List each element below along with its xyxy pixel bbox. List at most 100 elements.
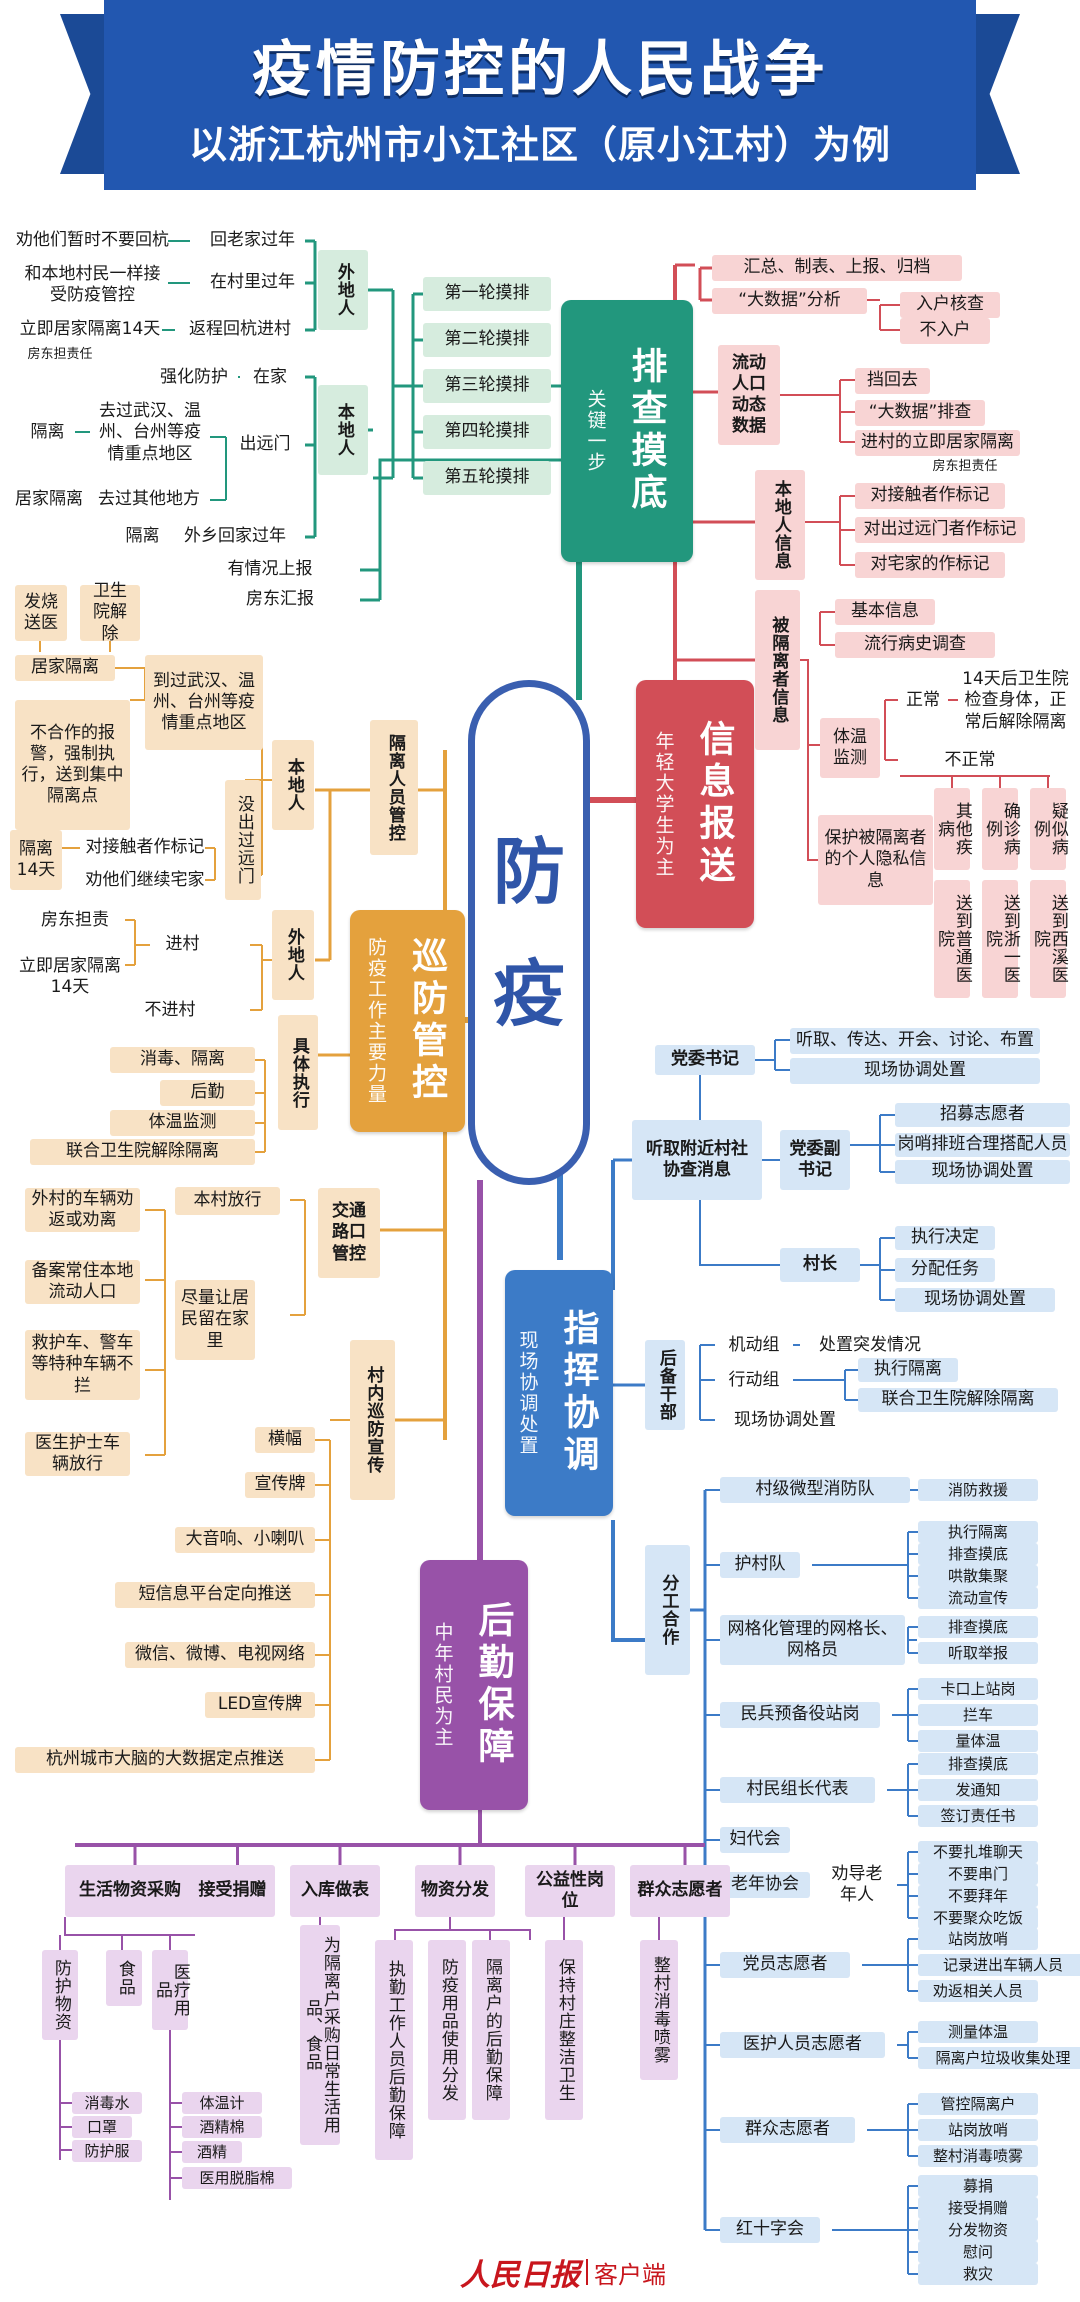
group-item: 分发物资 xyxy=(918,2219,1038,2241)
jt-leaf: 备案常住本地流动人口 xyxy=(25,1260,140,1304)
jinliang-node: 尽量让居民留在家里 xyxy=(175,1280,255,1360)
hub-subtitle: 关键一步 xyxy=(584,389,607,473)
waidiren-leaf: 劝他们暂时不要回杭 xyxy=(16,230,169,251)
group-item: 不要聚众吃饭 xyxy=(918,1907,1038,1929)
group-node: 妇代会 xyxy=(720,1827,790,1853)
gelirenyuan-node: 隔离人员管控 xyxy=(370,720,418,855)
jt-leaf: 医生护士车辆放行 xyxy=(25,1432,130,1476)
juti-item: 后勤 xyxy=(160,1080,255,1106)
chu-item: 去过武汉、温州、台州等疫情重点地区 xyxy=(99,401,201,464)
group-item: 拦车 xyxy=(918,1704,1038,1726)
baohu-node: 保护被隔离者的个人隐私信息 xyxy=(818,815,933,905)
xuanchuan-item: 横幅 xyxy=(255,1427,315,1453)
xingdong-item: 执行隔离 xyxy=(858,1358,958,1382)
geli2-node: 隔离 xyxy=(125,526,160,547)
group-item: 接受捐赠 xyxy=(918,2197,1038,2219)
chu-item: 去过其他地方 xyxy=(98,489,200,510)
group-item: 救灾 xyxy=(918,2263,1038,2285)
bigdata-item: 入户核查 xyxy=(900,292,1000,318)
fanghu-item: 口罩 xyxy=(72,2116,132,2138)
bz-dest-node: 送到普通医院 xyxy=(934,880,972,998)
group-item: 排查摸底 xyxy=(918,1753,1038,1775)
xuanchuan-item: 杭州城市大脑的大数据定点推送 xyxy=(15,1747,315,1773)
group-item: 排查摸底 xyxy=(918,1616,1038,1638)
hub-xinxi: 信息报送年轻大学生为主 xyxy=(636,680,754,928)
banner-body: 疫情防控的人民战争 以浙江杭州市小江社区（原小江村）为例 xyxy=(104,0,976,190)
zaijia-node: 在家 xyxy=(253,367,287,388)
fenfa-item: 防疫用品使用分发 xyxy=(428,1940,466,2120)
juti-item: 联合卫生院解除隔离 xyxy=(30,1139,255,1165)
fushuji-node: 党委副书记 xyxy=(780,1130,850,1190)
bigdata-item: 不入户 xyxy=(900,318,990,344)
houqin-cat: 入库做表 xyxy=(290,1865,380,1917)
connector xyxy=(450,1929,531,1940)
connector xyxy=(64,1917,195,1936)
group-item: 听取举报 xyxy=(918,1642,1038,1664)
group-item: 整村消毒喷雾 xyxy=(918,2145,1038,2167)
hub-title: 后勤保障 xyxy=(472,1601,514,1769)
houqin-cat: 物资分发 xyxy=(415,1865,495,1917)
hub-title: 信息报送 xyxy=(693,720,735,888)
connector xyxy=(800,659,809,760)
rukou-node: 为隔离户采购日常生活用品、食品 xyxy=(300,1925,340,2145)
fangdong-note: 房东担责任 xyxy=(27,346,93,362)
group-node: 党员志愿者 xyxy=(720,1952,850,1978)
dangwei-item: 听取、传达、开会、讨论、布置 xyxy=(790,1028,1040,1054)
zhengchang-node: 正常 xyxy=(906,690,940,711)
bz-col-node: 疑似病例 xyxy=(1030,788,1068,870)
fengong-node: 分工合作 xyxy=(645,1545,690,1675)
group-item: 排查摸底 xyxy=(918,1543,1038,1565)
chuyuanmen-node: 出远门 xyxy=(239,434,291,455)
footer-channel: 客户端 xyxy=(594,2260,666,2289)
hub-subtitle: 年轻大学生为主 xyxy=(652,730,675,878)
tingqu-node: 听取附近村社协查消息 xyxy=(632,1120,762,1200)
center-char-2: 疫 xyxy=(492,951,565,1036)
group-item: 发通知 xyxy=(918,1779,1038,1801)
group-node: 网格化管理的网格长、网格员 xyxy=(720,1615,905,1665)
waidiren-case: 在村里过年 xyxy=(210,272,295,293)
waidiren-node: 外地人 xyxy=(318,250,368,330)
dangwei-node: 党委书记 xyxy=(655,1045,755,1075)
group-item: 测量体温 xyxy=(918,2021,1038,2043)
buzhengchang-node: 不正常 xyxy=(944,750,996,771)
xinxi-top-item: “大数据”分析 xyxy=(712,288,867,314)
jt-leaf: 外村的车辆劝返或劝离 xyxy=(25,1188,140,1232)
group-item: 管控隔离户 xyxy=(918,2093,1038,2115)
group-item: 不要串门 xyxy=(918,1863,1038,1885)
group-node: 村民组长代表 xyxy=(720,1777,875,1803)
connector xyxy=(394,1917,451,1940)
hub-title: 指挥协调 xyxy=(557,1309,599,1477)
waidiren-leaf: 和本地村民一样接受防疫管控 xyxy=(24,263,161,305)
group-item: 量体温 xyxy=(918,1730,1038,1752)
hub-subtitle: 中年村民为主 xyxy=(431,1622,454,1748)
top-pair-item: 卫生院解除 xyxy=(80,581,140,644)
liudong-item: 挡回去 xyxy=(855,368,930,394)
center-char-1: 防 xyxy=(492,829,565,914)
qunzhong-node: 整村消毒喷雾 xyxy=(640,1940,678,2080)
houbei-node: 后备干部 xyxy=(645,1340,685,1430)
jujia-node: 居家隔离 xyxy=(15,489,83,510)
houqin-cat: 生活物资采购 xyxy=(65,1865,195,1917)
yiliao-item: 医用脱脂棉 xyxy=(182,2167,292,2189)
group-item: 卡口上站岗 xyxy=(918,1678,1038,1700)
fanghu-node: 防护物资 xyxy=(42,1950,78,2040)
round-item: 第三轮摸排 xyxy=(423,369,551,403)
hub-title: 排查摸底 xyxy=(625,347,667,515)
hub-title: 巡防管控 xyxy=(406,937,447,1105)
bujincun-node: 不进村 xyxy=(144,1000,196,1021)
jidong-leaf: 处置突发情况 xyxy=(819,1335,921,1356)
geli-node: 隔离 xyxy=(30,422,65,443)
group-node: 民兵预备役站岗 xyxy=(720,1702,880,1728)
group-item: 不要扎堆聊天 xyxy=(918,1841,1038,1863)
jincun-node: 进村 xyxy=(165,934,200,955)
hub-houqin: 后勤保障中年村民为主 xyxy=(420,1560,528,1810)
hub-subtitle: 防疫工作主要力量 xyxy=(365,937,387,1105)
fenfa-item: 执勤工作人员后勤保障 xyxy=(375,1940,413,2160)
group-item: 记录进出车辆人员 xyxy=(918,1954,1080,1976)
report-item: 房东汇报 xyxy=(246,589,314,610)
waidiren-leaf: 立即居家隔离14天 xyxy=(19,319,161,340)
bendi-info-item: 对宅家的作标记 xyxy=(855,552,1005,578)
bz-dest-node: 送到浙一医院 xyxy=(982,880,1020,998)
jidong-node: 机动组 xyxy=(728,1335,780,1356)
hub-paicha: 排查摸底关键一步 xyxy=(561,300,693,562)
